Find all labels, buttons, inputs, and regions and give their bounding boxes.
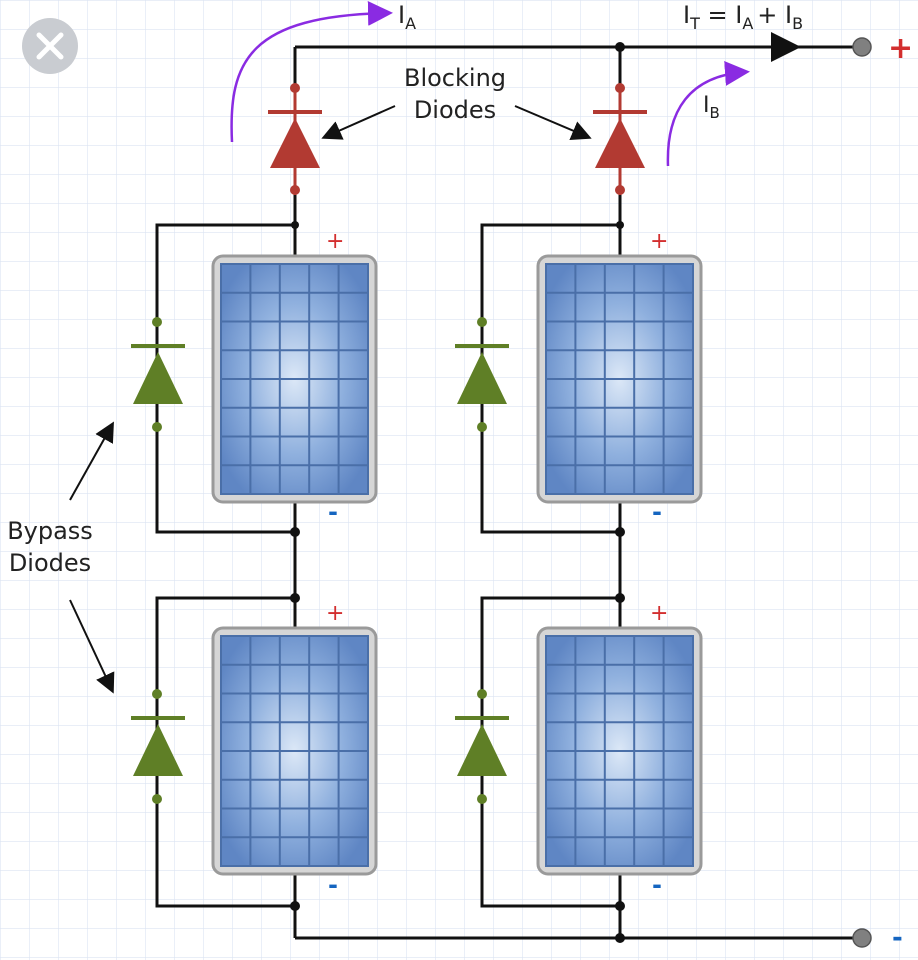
close-button[interactable] (22, 18, 78, 74)
close-icon (36, 32, 64, 60)
blocking-diodes-label-line2: Diodes (414, 96, 496, 124)
terminal-minus-sign: - (892, 923, 903, 953)
negative-terminal (852, 928, 872, 948)
blocking-pointer-right (514, 105, 592, 140)
current-arrow-ib (666, 60, 750, 167)
label-ib: IB (703, 93, 720, 122)
bypass-diode-left-bottom (131, 689, 185, 804)
panel-plus-left-bottom: + (326, 601, 344, 626)
label-it-equation: IT = IA+ IB (683, 1, 803, 33)
solar-panel-left-bottom (211, 626, 378, 876)
bypass-pointer-bottom (69, 599, 115, 694)
panel-plus-right-top: + (650, 229, 668, 254)
bypass-diode-right-top (455, 317, 509, 432)
bypass-pointer-top (69, 421, 114, 501)
solar-panel-right-top (536, 254, 703, 504)
panel-minus-right-top: - (652, 498, 662, 526)
bypass-diodes-label-line1: Bypass (7, 517, 93, 545)
panel-minus-left-top: - (328, 498, 338, 526)
blocking-diode-left (268, 83, 322, 195)
bypass-diode-right-bottom (455, 689, 509, 804)
junction-dots (290, 42, 625, 943)
panel-plus-left-top: + (326, 229, 344, 254)
bypass-diode-left-top (131, 317, 185, 432)
label-ia: IA (398, 1, 416, 33)
panel-plus-right-bottom: + (650, 601, 668, 626)
panel-minus-right-bottom: - (652, 871, 662, 899)
solar-panel-right-bottom (536, 626, 703, 876)
positive-terminal (852, 37, 872, 57)
blocking-diode-right (593, 83, 647, 195)
solar-panels (211, 254, 703, 876)
solar-panel-left-top (211, 254, 378, 504)
blocking-pointer-left (321, 105, 396, 140)
panel-minus-left-bottom: - (328, 871, 338, 899)
blocking-diodes-label-line1: Blocking (404, 64, 506, 92)
terminal-plus-sign: + (888, 31, 913, 66)
current-arrow-ia (230, 0, 393, 143)
bypass-diodes-label-line2: Diodes (9, 549, 91, 577)
